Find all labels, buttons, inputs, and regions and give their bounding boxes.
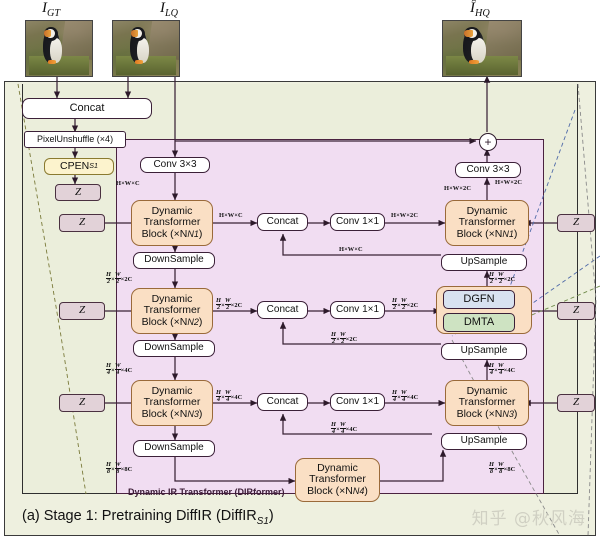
concat-level-1[interactable]: Concat	[257, 213, 308, 231]
z-node-decoder-1: Z	[557, 214, 595, 232]
z-node-encoder-3: Z	[59, 394, 105, 412]
dmta-node[interactable]: DMTA	[443, 313, 515, 332]
encoder-block-1[interactable]: Dynamic Transformer Block (×NN1)	[131, 200, 213, 246]
conv1x1-level-2[interactable]: Conv 1×1	[330, 301, 385, 319]
z-node-encoder-1: Z	[59, 214, 105, 232]
upsample-1[interactable]: UpSample	[441, 254, 527, 271]
downsample-1[interactable]: DownSample	[133, 252, 215, 269]
dim-dec1-up: H×W×2C	[444, 185, 472, 192]
z-node-decoder-2: Z	[557, 302, 595, 320]
dim-up1-out: H×W×C	[339, 246, 363, 253]
hq-image-title: ÎHQ	[470, 0, 490, 19]
conv1x1-level-1[interactable]: Conv 1×1	[330, 213, 385, 231]
dim-enc1-in: H×W×C	[116, 180, 140, 187]
dtb-label-line2: Transformer	[143, 216, 201, 229]
dtb-label-line3: Block (×NN1)	[141, 227, 203, 240]
dgfn-node[interactable]: DGFN	[443, 290, 515, 309]
figure-caption: (a) Stage 1: Pretraining DiffIR (DiffIRS…	[22, 508, 274, 527]
concat-level-3[interactable]: Concat	[257, 393, 308, 411]
gt-image-title: IGT	[42, 0, 61, 19]
upsample-3[interactable]: UpSample	[441, 433, 527, 450]
conv1x1-level-3[interactable]: Conv 1×1	[330, 393, 385, 411]
decoder-block-1[interactable]: Dynamic Transformer Block (×NN1)	[445, 200, 529, 246]
dim-conv3-out: H×W×2C	[495, 179, 523, 186]
dim-enc1-skip: H×W×C	[219, 212, 243, 219]
downsample-2[interactable]: DownSample	[133, 340, 215, 357]
decoder-block-3[interactable]: Dynamic Transformer Block (×NN3)	[445, 380, 529, 426]
dim-dec1-in: H×W×2C	[391, 212, 419, 219]
lq-image-title: ILQ	[160, 0, 179, 19]
conv3x3-output-node[interactable]: Conv 3×3	[455, 162, 521, 178]
hq-image	[442, 20, 522, 77]
pixel-unshuffle-node[interactable]: PixelUnshuffle (×4)	[24, 131, 126, 148]
encoder-block-2[interactable]: Dynamic Transformer Block (×NN2)	[131, 288, 213, 334]
bottleneck-block[interactable]: Dynamic Transformer Block (×NN4)	[295, 458, 380, 502]
encoder-block-3[interactable]: Dynamic Transformer Block (×NN3)	[131, 380, 213, 426]
upsample-2[interactable]: UpSample	[441, 343, 527, 360]
downsample-3[interactable]: DownSample	[133, 440, 215, 457]
z-node-cpen: Z	[55, 184, 101, 201]
zhihu-watermark: 知乎 @秋风海	[471, 509, 586, 529]
dtb-label-line1: Dynamic	[151, 205, 193, 217]
concat-level-2[interactable]: Concat	[257, 301, 308, 319]
residual-add-icon: +	[479, 133, 497, 151]
conv3x3-input-node[interactable]: Conv 3×3	[140, 157, 210, 173]
z-node-decoder-3: Z	[557, 394, 595, 412]
dirformer-label: Dynamic IR Transformer (DIRformer)	[128, 487, 285, 497]
gt-image	[25, 20, 93, 77]
lq-image	[112, 20, 180, 77]
concat-top-node[interactable]: Concat	[22, 98, 152, 119]
z-node-encoder-2: Z	[59, 302, 105, 320]
